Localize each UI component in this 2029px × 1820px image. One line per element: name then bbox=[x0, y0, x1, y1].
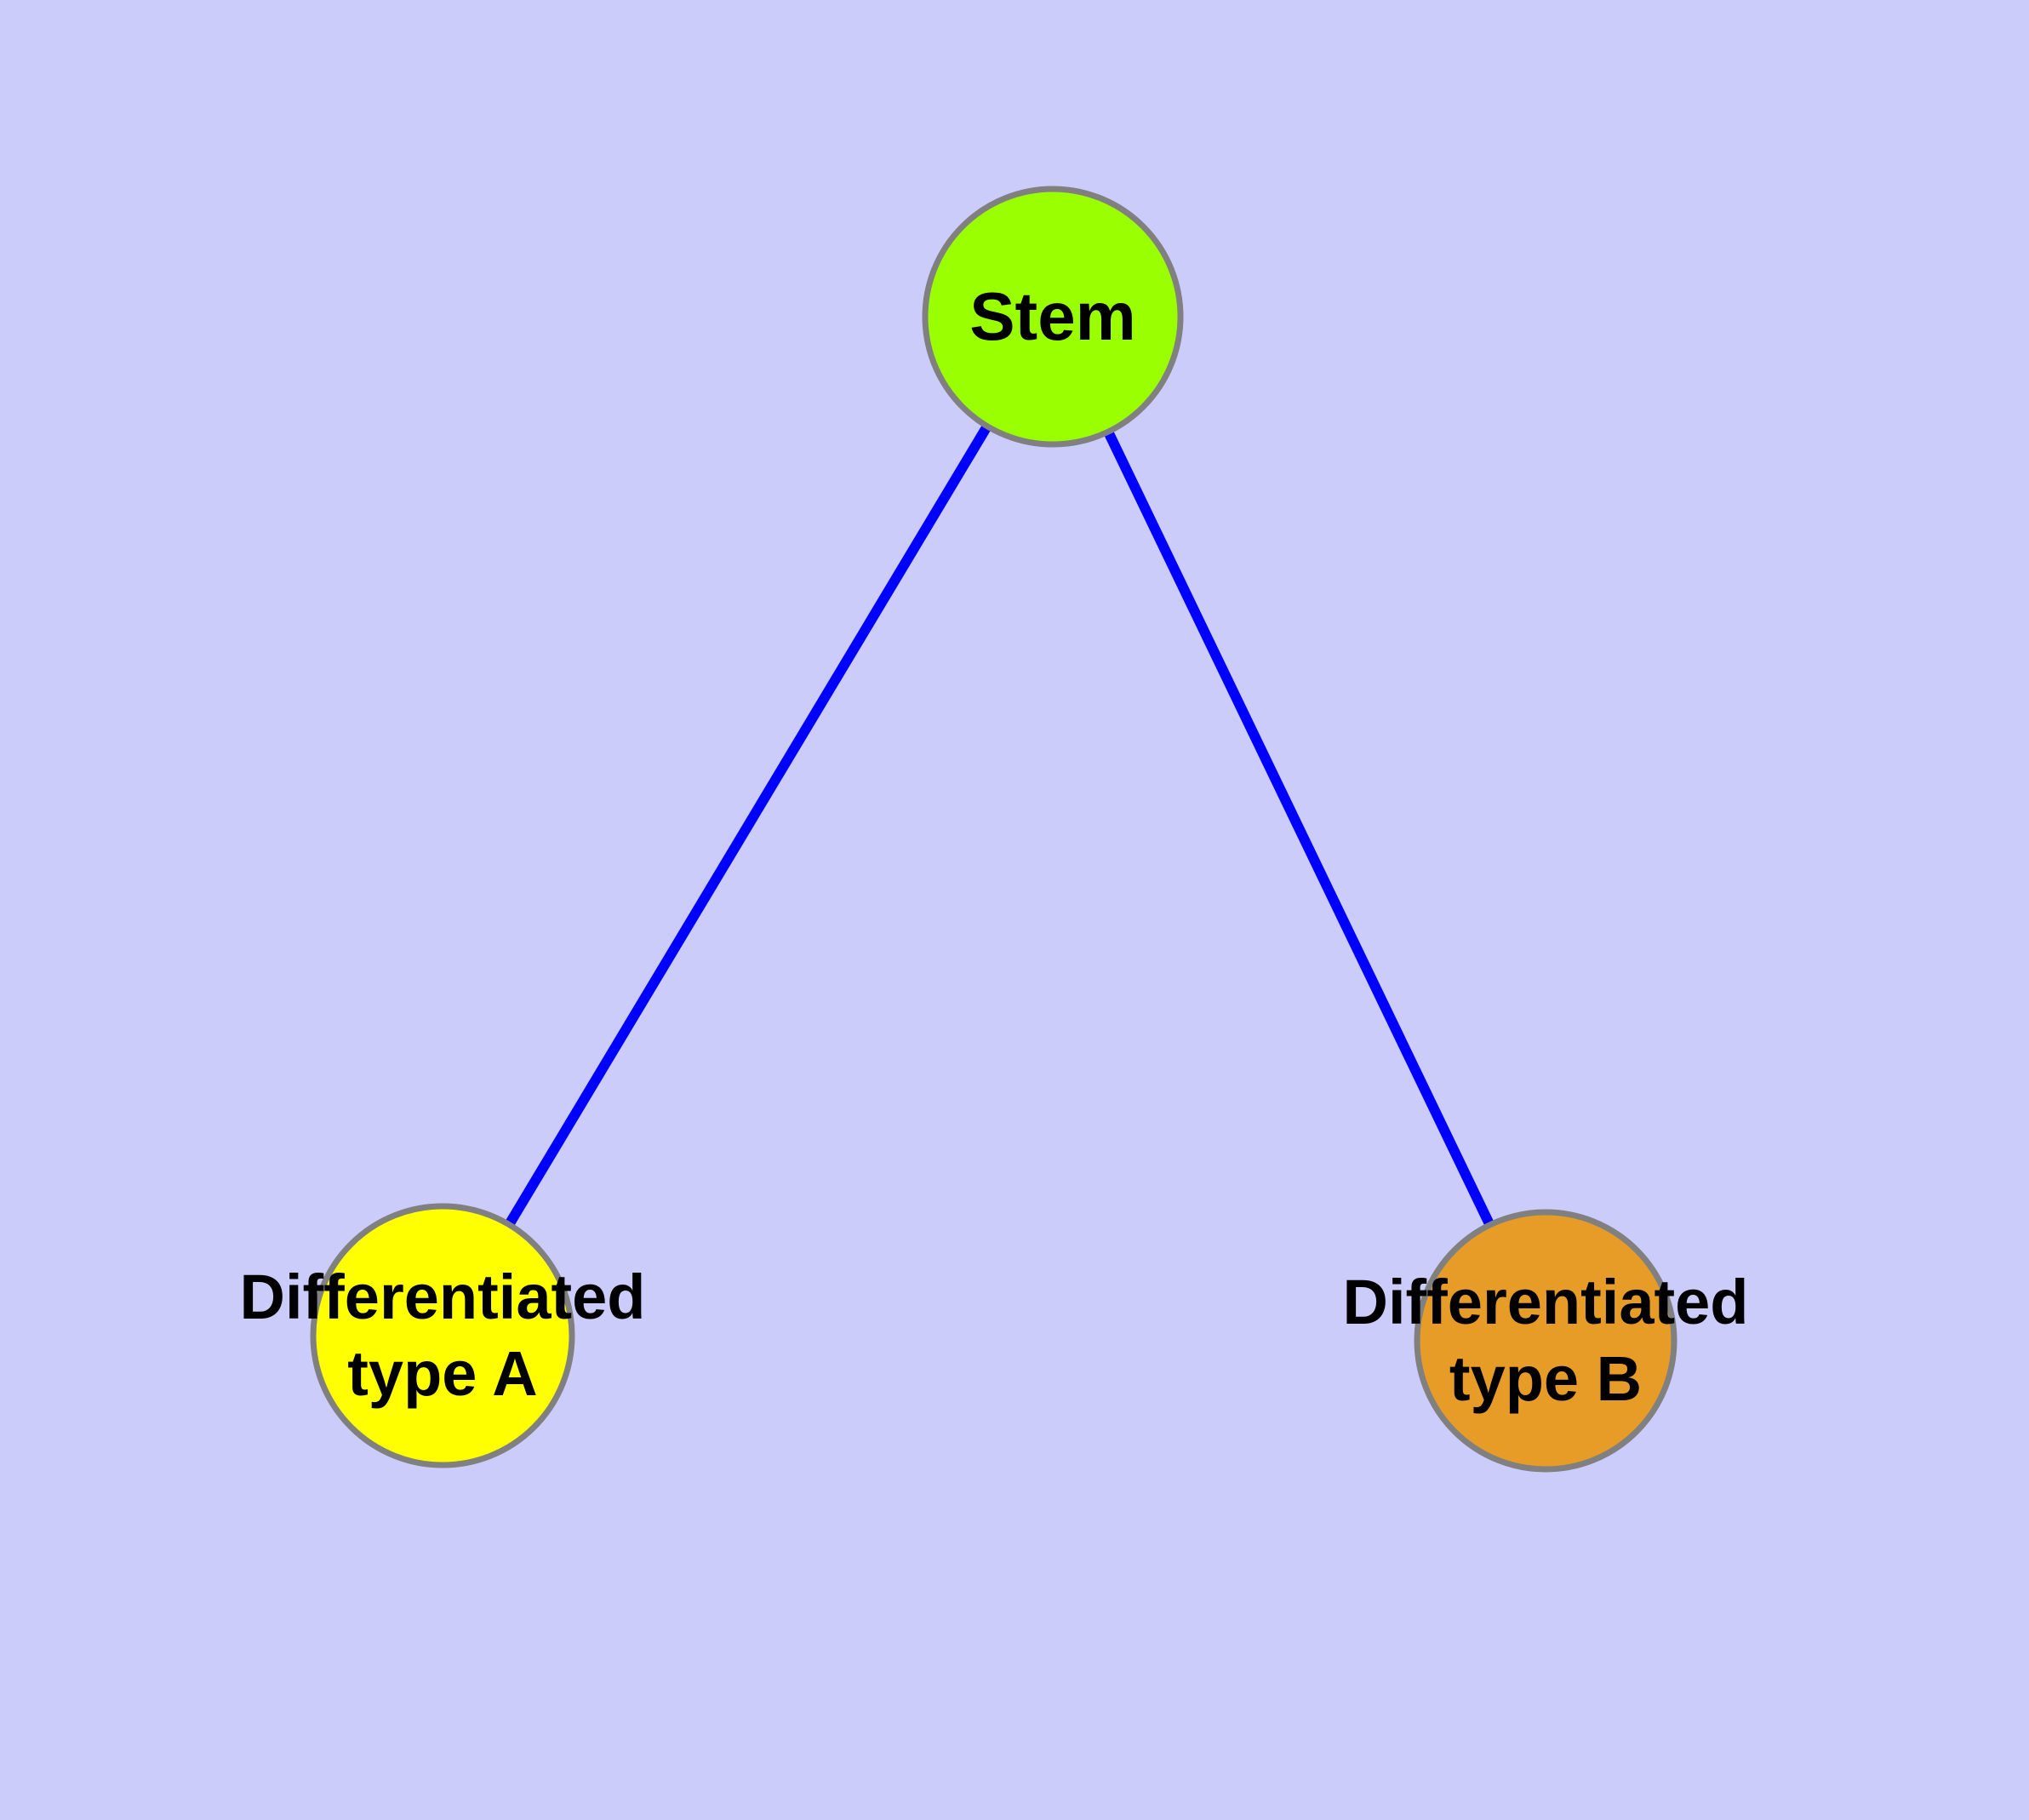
node-label-line: type A bbox=[347, 1338, 537, 1409]
node-label-line: Differentiated bbox=[240, 1262, 646, 1332]
node-label-line: Differentiated bbox=[1343, 1267, 1749, 1337]
node-diff-a[interactable] bbox=[310, 1203, 575, 1468]
edges-layer bbox=[504, 423, 1495, 1228]
node-label-line: type B bbox=[1449, 1343, 1642, 1414]
node-label-line: Stem bbox=[969, 278, 1136, 354]
edge-stem-to-b[interactable] bbox=[1103, 429, 1495, 1228]
node-stem[interactable] bbox=[922, 186, 1184, 448]
node-diff-b[interactable] bbox=[1414, 1209, 1677, 1473]
node-label-stem: Stem bbox=[969, 278, 1136, 354]
nodes-layer bbox=[310, 186, 1677, 1473]
edge-stem-to-a[interactable] bbox=[504, 423, 992, 1228]
